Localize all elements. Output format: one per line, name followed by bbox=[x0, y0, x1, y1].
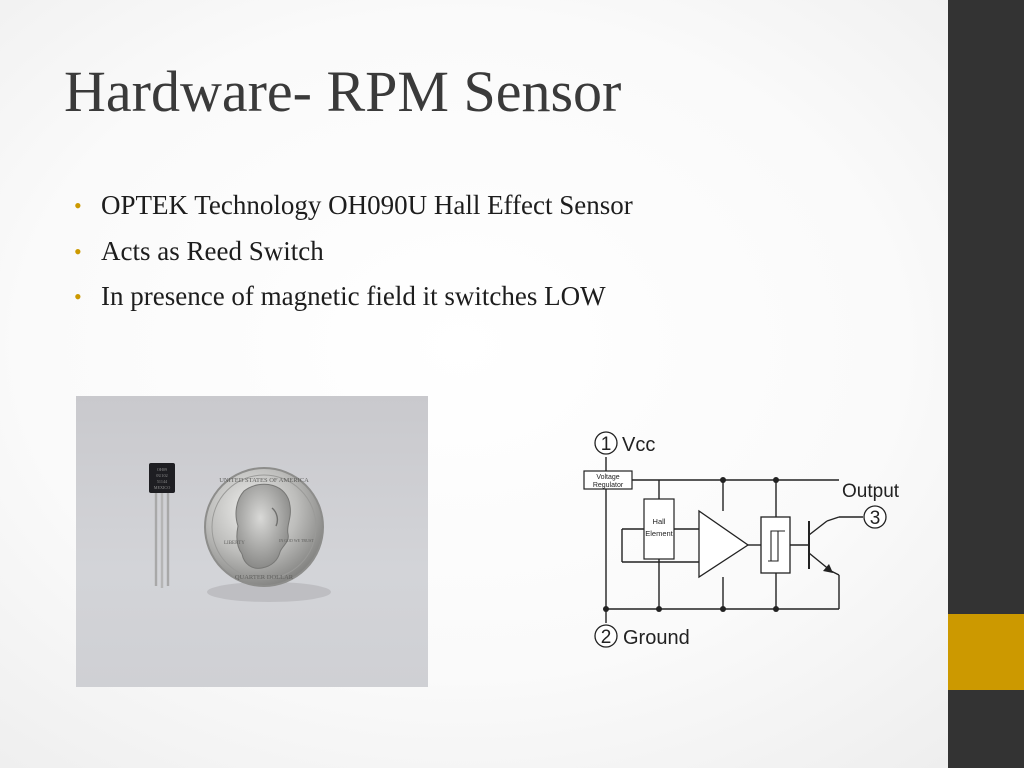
pin3-number: 3 bbox=[870, 508, 881, 529]
pin3-label: Output bbox=[842, 481, 900, 502]
slide-title: Hardware- RPM Sensor bbox=[64, 59, 622, 124]
pin3-circle bbox=[863, 505, 887, 529]
voltage-regulator-block bbox=[583, 470, 633, 490]
bullet-dot-icon: • bbox=[74, 284, 82, 310]
chip-marking: OH09 bbox=[157, 467, 167, 472]
hysteresis-icon bbox=[768, 530, 785, 562]
side-accent bbox=[948, 614, 1024, 690]
bullet-text: OPTEK Technology OH090U Hall Effect Sens… bbox=[101, 190, 633, 220]
output-wire bbox=[826, 516, 840, 522]
chip-marking: 0U102 bbox=[156, 473, 167, 478]
bullet-dot-icon: • bbox=[74, 193, 82, 218]
pin1-number: 1 bbox=[601, 434, 612, 455]
chip-marking: MEXICO bbox=[154, 485, 171, 490]
sensor-leads bbox=[154, 491, 170, 588]
transistor-arrow-icon bbox=[823, 564, 833, 573]
coin-rim bbox=[211, 474, 317, 580]
coin-shadow bbox=[207, 582, 331, 602]
sensor-body bbox=[149, 463, 175, 493]
bullet-item: • In presence of magnetic field it switc… bbox=[74, 279, 633, 315]
bullet-item: • Acts as Reed Switch bbox=[74, 234, 633, 270]
coin-right-text: IN GOD WE TRUST bbox=[279, 538, 314, 543]
coin-portrait bbox=[235, 483, 291, 569]
bullet-text: Acts as Reed Switch bbox=[101, 235, 324, 266]
pin2-label: Ground bbox=[623, 627, 690, 649]
hall-label: Hall bbox=[653, 517, 666, 526]
sensor-photo: OH09 0U102 51144 MEXICO UNITED STATES OF… bbox=[76, 396, 428, 687]
sensor-photo-drawing: OH09 0U102 51144 MEXICO UNITED STATES OF… bbox=[149, 463, 331, 602]
bullet-item: • OPTEK Technology OH090U Hall Effect Se… bbox=[74, 188, 633, 224]
regulator-label: Regulator bbox=[593, 482, 624, 489]
pin2-circle bbox=[594, 624, 618, 648]
regulator-label: Voltage bbox=[596, 474, 619, 481]
hall-sensor-diagram: 1 Vcc 2 Ground 3 Output Voltage Regulato… bbox=[583, 431, 900, 649]
bullet-dot-icon: • bbox=[74, 238, 82, 264]
hall-label: Element bbox=[645, 529, 673, 538]
transistor-collector bbox=[808, 520, 828, 536]
pin1-circle bbox=[594, 431, 618, 455]
pin2-number: 2 bbox=[601, 627, 612, 648]
schmitt-trigger-block bbox=[760, 516, 791, 574]
bullet-list: • OPTEK Technology OH090U Hall Effect Se… bbox=[74, 188, 633, 325]
coin-bottom-text: QUARTER DOLLAR bbox=[235, 574, 294, 581]
coin-portrait-detail bbox=[271, 507, 279, 527]
bullet-text: In presence of magnetic field it switche… bbox=[101, 281, 606, 312]
chip-marking: 51144 bbox=[157, 479, 168, 484]
coin-top-text: UNITED STATES OF AMERICA bbox=[219, 477, 309, 484]
amplifier-block bbox=[698, 509, 750, 579]
pin1-label: Vcc bbox=[622, 434, 655, 456]
coin-left-text: LIBERTY bbox=[224, 541, 245, 546]
hall-element-block bbox=[643, 498, 675, 560]
